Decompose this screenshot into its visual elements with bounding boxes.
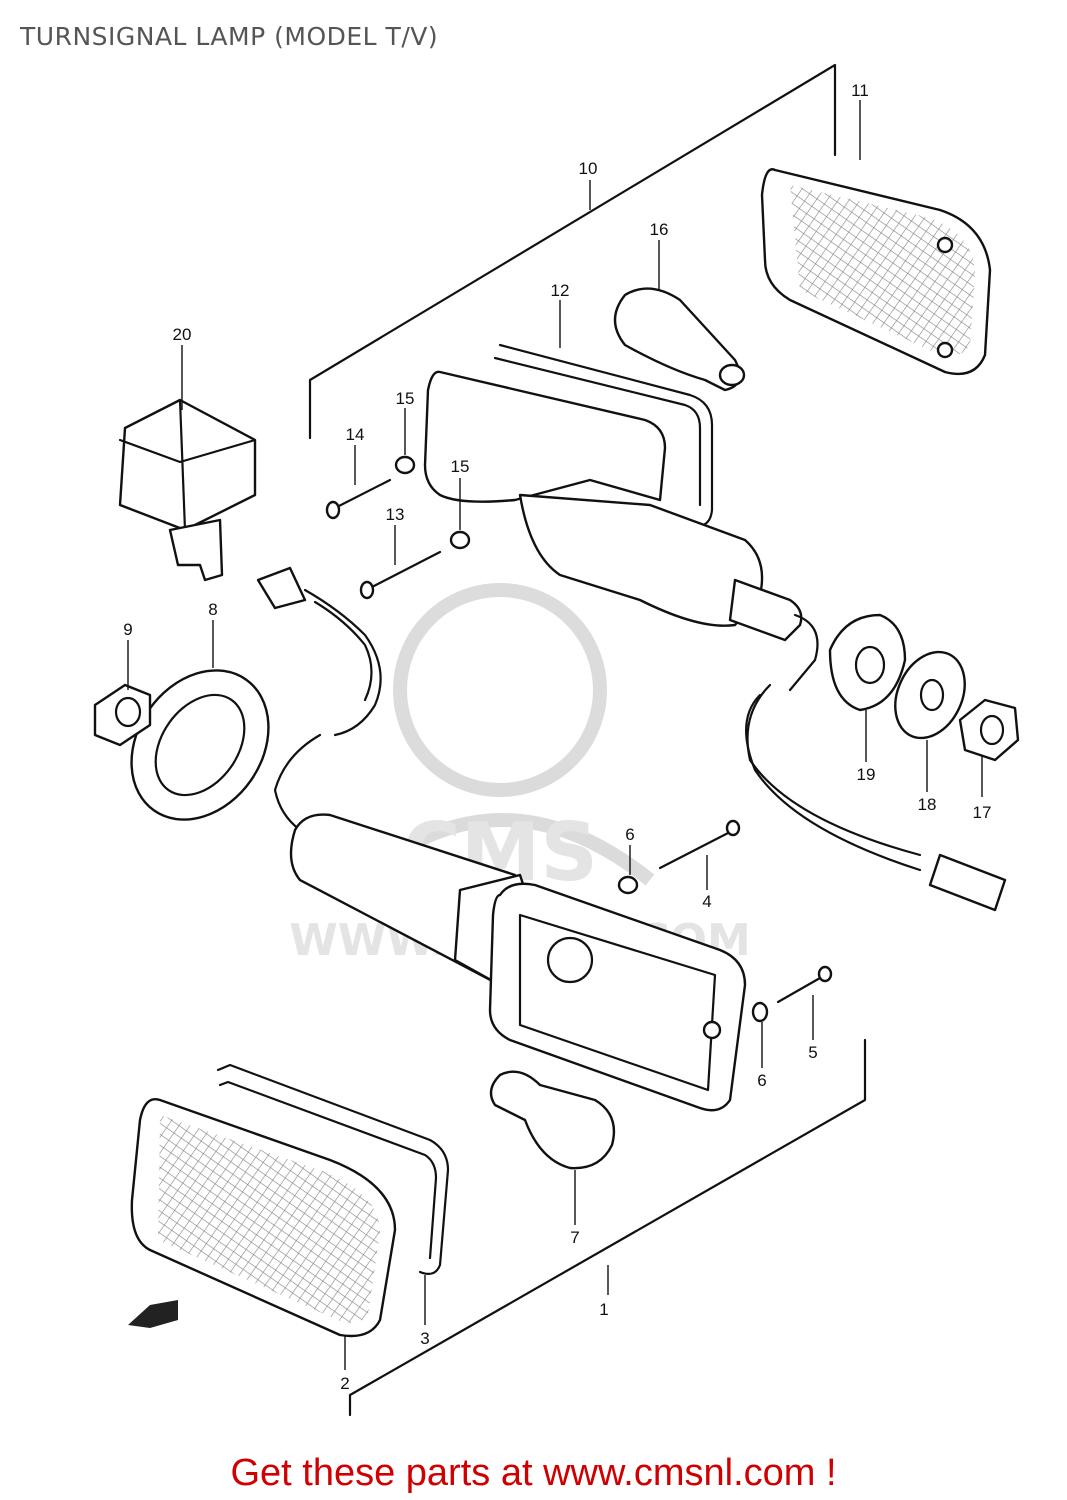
assembly-bracket-10 (308, 63, 837, 440)
callout-2: 2 (340, 1374, 349, 1393)
screw-13 (359, 550, 442, 600)
leader-lines (127, 100, 983, 1370)
callout-16: 16 (650, 220, 669, 239)
lens-11 (760, 168, 992, 376)
screw-4 (658, 819, 741, 870)
front-direction-arrow-icon (128, 1300, 178, 1328)
callout-6-a: 6 (625, 825, 634, 844)
screw-5 (776, 965, 833, 1004)
relay-20 (118, 398, 257, 582)
callout-3: 3 (420, 1329, 429, 1348)
screw-14 (325, 478, 392, 520)
plate-19 (828, 613, 907, 712)
nut-9 (93, 683, 152, 747)
washer-18 (894, 650, 966, 740)
callout-9: 9 (123, 620, 132, 639)
callout-15-b: 15 (451, 457, 470, 476)
diagram-title: TURNSIGNAL LAMP (MODEL T/V) (20, 22, 439, 51)
washer-15-b (449, 530, 471, 550)
callout-12: 12 (551, 281, 570, 300)
callout-11: 11 (851, 81, 869, 100)
nut-6-b (751, 1001, 769, 1023)
cta-link-text[interactable]: Get these parts at www.cmsnl.com ! (230, 1452, 837, 1494)
callout-18: 18 (918, 795, 937, 814)
callout-1: 1 (599, 1300, 608, 1319)
callout-17: 17 (973, 803, 992, 822)
housing-lower-1 (289, 813, 747, 1112)
assembly-bracket-1 (348, 1038, 867, 1417)
nut-6-a (617, 875, 639, 895)
callout-7: 7 (570, 1228, 579, 1247)
wire-harness-right (745, 683, 1007, 912)
housing-upper-10 (423, 370, 819, 692)
callout-5: 5 (808, 1043, 817, 1062)
washer-15-a (394, 455, 416, 475)
callout-15-a: 15 (396, 389, 415, 408)
grommet-8 (130, 669, 270, 821)
callout-8: 8 (208, 600, 217, 619)
callout-labels: 11 10 16 12 20 15 14 15 13 8 9 19 18 17 … (123, 81, 991, 1393)
nut-17 (958, 698, 1020, 762)
lens-2 (130, 1098, 397, 1338)
bulb-7 (489, 1070, 616, 1170)
callout-19: 19 (857, 765, 876, 784)
callout-13: 13 (386, 505, 405, 524)
callout-20: 20 (173, 325, 192, 344)
gasket-3 (216, 1063, 450, 1275)
callout-6-b: 6 (757, 1071, 766, 1090)
wire-harness-left (256, 566, 382, 832)
callout-10: 10 (579, 159, 598, 178)
callout-4: 4 (702, 892, 711, 911)
bulb-16 (613, 287, 746, 392)
callout-14: 14 (346, 425, 365, 444)
